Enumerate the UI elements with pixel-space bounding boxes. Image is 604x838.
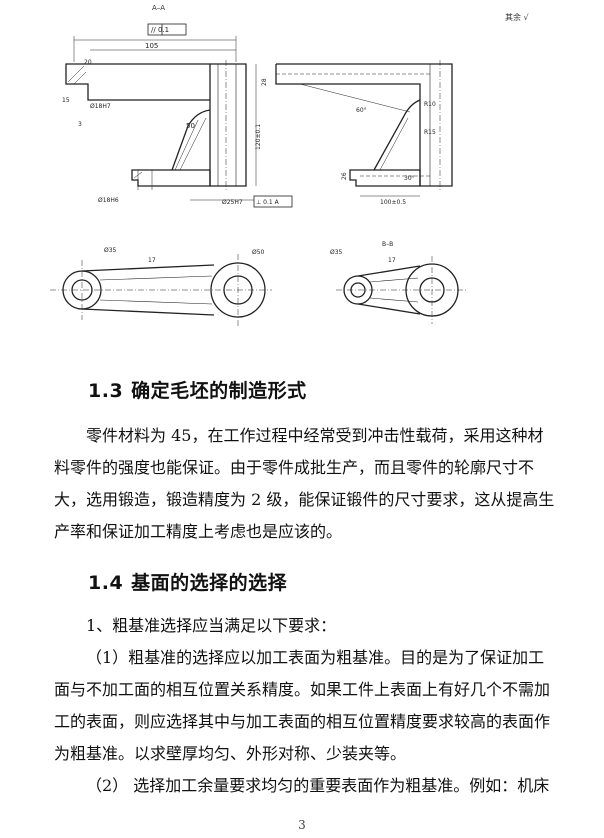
paragraph-line: 面与不加工面的相互位置关系精度。如果工件上表面上有好几个不需加 [54, 680, 551, 699]
perpendicular-tolerance-frame: ⊥ 0.1 A [253, 195, 293, 208]
paragraph-line: 大，选用锻造，锻造精度为 2 级，能保证锻件的尺寸要求，这从提高生 [54, 490, 555, 509]
dim-17-b: 17 [388, 257, 396, 264]
dim-35-left: Ø35 [104, 247, 117, 254]
dim-50-right: Ø50 [252, 249, 265, 256]
dim-105: 105 [145, 42, 158, 50]
paragraph-line: （1）粗基准的选择应以加工表面为粗基准。目的是为了保证加工 [86, 648, 545, 667]
dim-30deg: 30° [404, 175, 415, 182]
section-label: A–A [152, 4, 165, 12]
dim-20: 20 [84, 59, 92, 66]
dim-100: 100±0.5 [380, 199, 406, 206]
paragraph-line: （2） 选择加工余量要求均匀的重要表面作为粗基准。例如：机床 [86, 776, 550, 795]
paragraph-blank-form: 零件材料为 45，在工作过程中经常受到冲击性载荷，采用这种材 料零件的强度也能保… [54, 420, 574, 548]
paragraph-line: 料零件的强度也能保证。由于零件成批生产，而且零件的轮廓尺寸不 [54, 458, 535, 477]
page-number: 3 [298, 818, 306, 832]
section-number: 1.4 [88, 572, 124, 594]
section-heading-1-4: 1.4 基面的选择的选择 [88, 568, 287, 595]
paragraph-line: 零件材料为 45，在工作过程中经常受到冲击性载荷，采用这种材 [86, 426, 544, 445]
section-heading-1-3: 1.3 确定毛坯的制造形式 [88, 376, 307, 403]
engineering-drawing: A–A 其余 √ // 0.1 105 20 50 15 Ø18H7 3 Ø18… [0, 0, 604, 352]
list-item: 1、粗基准选择应当满足以下要求： [86, 616, 337, 635]
dim-r10: R10 [424, 101, 436, 108]
top-view-left [50, 254, 272, 326]
dim-17-left: 17 [148, 257, 156, 264]
parallel-tolerance-frame: // 0.1 [147, 23, 187, 36]
paragraph-datum-selection: 1、粗基准选择应当满足以下要求： （1）粗基准的选择应以加工表面为粗基准。目的是… [54, 610, 574, 802]
roughness-note: 其余 √ [505, 12, 530, 22]
dim-120: 120±0.1 [255, 124, 262, 150]
dim-r15: R15 [424, 129, 436, 136]
dim-26: 26 [341, 172, 348, 180]
right-view [275, 60, 453, 190]
parallel-tolerance-text: // 0.1 [151, 26, 169, 34]
dim-35-b: Ø35 [330, 249, 343, 256]
section-title: 确定毛坯的制造形式 [131, 380, 307, 402]
perpendicular-tolerance-text: ⊥ 0.1 A [256, 199, 280, 206]
dim-60deg: 60° [356, 107, 367, 114]
dim-15: 15 [62, 97, 70, 104]
section-number: 1.3 [88, 380, 124, 402]
dim-28: 28 [261, 78, 268, 86]
paragraph-line: 产率和保证加工精度上考虑也是应该的。 [54, 522, 343, 541]
left-view [65, 60, 247, 190]
section-title: 基面的选择的选择 [131, 572, 288, 594]
dim-18h7: Ø18H7 [90, 103, 111, 110]
dim-18h6: Ø18H6 [98, 197, 119, 204]
paragraph-line: 为粗基准。以求壁厚均匀、外形对称、少装夹等。 [54, 744, 407, 763]
dim-50: 50 [186, 122, 195, 130]
section-b-view [336, 256, 466, 324]
paragraph-line: 工的表面，则应选择其中与加工表面的相互位置精度要求较高的表面作 [54, 712, 551, 731]
section-b-label: B–B [382, 241, 393, 248]
dim-3: 3 [78, 121, 82, 128]
dim-25h7: Ø25H7 [222, 199, 243, 206]
